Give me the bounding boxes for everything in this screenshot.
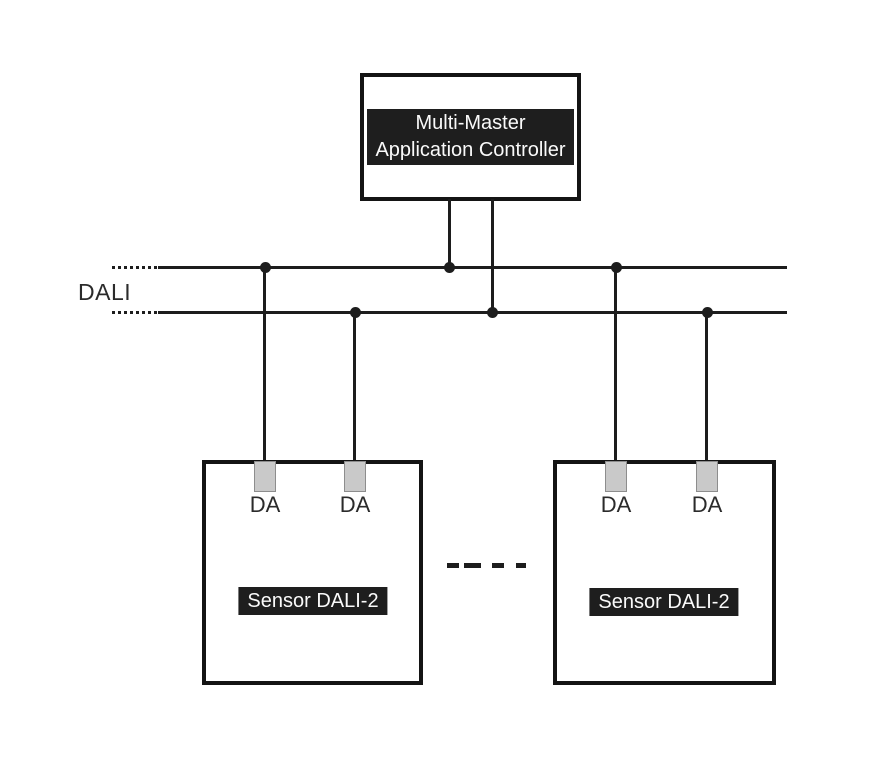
terminal-label: DA: [600, 492, 632, 517]
bus-drop-line: [614, 267, 617, 464]
junction-dot: [487, 307, 498, 318]
bus-line-bottom: [158, 311, 787, 314]
bus-drop-line: [353, 312, 356, 464]
da-terminal: [254, 461, 276, 492]
junction-dot: [444, 262, 455, 273]
da-terminal: [605, 461, 627, 492]
continuation-dashes-icon: [447, 563, 526, 568]
sensor-name-label: Sensor DALI-2: [238, 587, 388, 615]
controller-label-line1: Multi-Master: [415, 112, 526, 134]
da-terminal: [344, 461, 366, 492]
terminal-label: DA: [249, 492, 281, 517]
bus-drop-line: [705, 312, 708, 464]
sensor-box-right: [553, 460, 776, 685]
controller-box: Multi-Master Application Controller: [360, 73, 581, 201]
dali-bus-label: DALI: [78, 279, 132, 305]
sensor-name-label: Sensor DALI-2: [589, 588, 739, 616]
controller-lead-left: [448, 199, 451, 267]
bus-line-bottom-dotted: [112, 311, 158, 314]
bus-drop-line: [263, 267, 266, 464]
sensor-box-left: [202, 460, 423, 685]
controller-lead-right: [491, 199, 494, 312]
terminal-label: DA: [691, 492, 723, 517]
bus-line-top-dotted: [112, 266, 158, 269]
controller-label: Multi-Master Application Controller: [367, 109, 574, 165]
controller-label-line2: Application Controller: [375, 139, 566, 161]
da-terminal: [696, 461, 718, 492]
terminal-label: DA: [339, 492, 371, 517]
bus-line-top: [158, 266, 787, 269]
